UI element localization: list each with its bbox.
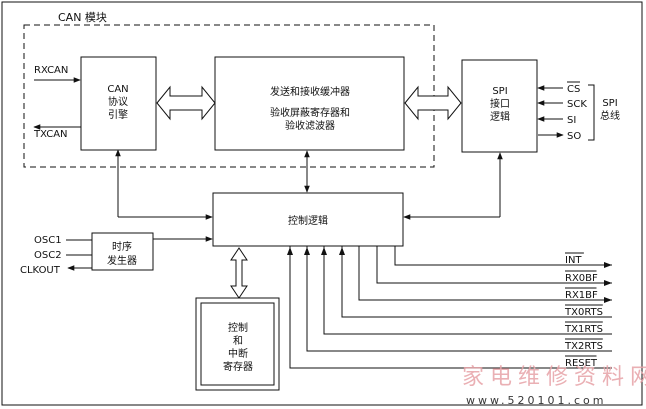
output-trace-int: [394, 246, 612, 266]
timing-generator-line-1: 时序: [112, 240, 132, 253]
rxcan-label: RXCAN: [34, 65, 68, 76]
spi-interface-line-2: 接口: [490, 97, 510, 110]
output-label-tx0rts: TX0RTS: [564, 307, 603, 318]
osc1-label: OSC1: [34, 235, 62, 246]
spi-pins: CS SCK SI SO: [537, 81, 587, 142]
output-trace-tx0rts: [341, 246, 612, 318]
can-protocol-line-3: 引擎: [108, 108, 128, 121]
control-registers-line-3: 中断: [228, 347, 248, 360]
watermark-text: 家电维修资料网: [462, 365, 646, 390]
bus-arrow-control-registers: [230, 247, 248, 299]
spi-pin-sck: SCK: [567, 99, 587, 110]
control-logic-block: [212, 192, 404, 247]
output-arrowhead-tx0rts: [339, 247, 345, 255]
output-arrowhead-int: [604, 262, 612, 268]
output-trace-reset: [289, 246, 612, 369]
output-arrowhead-tx1rts: [321, 247, 327, 255]
spi-pin-cs: CS: [567, 84, 580, 95]
output-label-rx1bf: RX1BF: [565, 290, 598, 301]
spi-bus-label-2: 总线: [600, 109, 620, 122]
control-registers-line-2: 和: [233, 335, 243, 347]
spi-interface-line-3: 逻辑: [490, 110, 510, 123]
output-arrowhead-reset: [287, 247, 293, 255]
output-label-tx1rts: TX1RTS: [564, 324, 603, 335]
control-registers-block: [200, 302, 275, 386]
watermark: 家电维修资料网 www.520101.com: [462, 365, 646, 407]
buffers-line-1: 发送和接收缓冲器: [270, 85, 350, 98]
output-trace-tx2rts: [306, 246, 612, 352]
buffers-line-2: 验收屏蔽寄存器和: [270, 106, 350, 119]
spi-bus-bracket: [588, 84, 595, 141]
timing-generator-line-2: 发生器: [107, 254, 137, 267]
control-registers-line-1: 控制: [228, 321, 248, 334]
watermark-url: www.520101.com: [466, 394, 606, 407]
control-logic-label: 控制逻辑: [288, 214, 328, 227]
output-trace-rx0bf: [376, 246, 612, 284]
bus-arrow-buffers-spi: [404, 85, 462, 121]
bus-arrow-can-buffers: [156, 85, 216, 121]
output-label-rx0bf: RX0BF: [565, 273, 598, 284]
spi-interface-block: [461, 59, 538, 153]
can-module-title: CAN 模块: [58, 11, 107, 24]
output-arrowhead-rx0bf: [604, 280, 612, 286]
spi-interface-line-1: SPI: [492, 86, 507, 97]
control-registers-line-4: 寄存器: [223, 360, 253, 373]
osc2-label: OSC2: [34, 250, 62, 261]
output-trace-tx1rts: [323, 246, 612, 335]
spi-pin-so: SO: [567, 131, 581, 142]
buffers-block: [214, 56, 405, 151]
output-label-tx2rts: TX2RTS: [564, 341, 603, 352]
clkout-label: CLKOUT: [20, 265, 61, 276]
spi-pin-si: SI: [567, 115, 576, 126]
output-label-int: INT: [565, 255, 582, 266]
can-protocol-line-2: 协议: [108, 95, 128, 108]
can-protocol-engine-block: [80, 56, 157, 151]
output-arrowhead-rx1bf: [604, 297, 612, 303]
can-protocol-line-1: CAN: [107, 84, 128, 95]
output-label-reset: RESET: [565, 358, 598, 369]
buffers-line-3: 验收滤波器: [285, 119, 335, 132]
output-signals: INT RX0BF RX1BF TX0RTS TX1RTS TX2RTS RESET: [287, 246, 612, 369]
spi-bus-label-1: SPI: [602, 98, 617, 109]
txcan-label: TXCAN: [33, 129, 68, 140]
output-arrowhead-tx2rts: [304, 247, 310, 255]
output-trace-rx1bf: [358, 246, 612, 301]
timing-generator-block: [91, 232, 154, 271]
